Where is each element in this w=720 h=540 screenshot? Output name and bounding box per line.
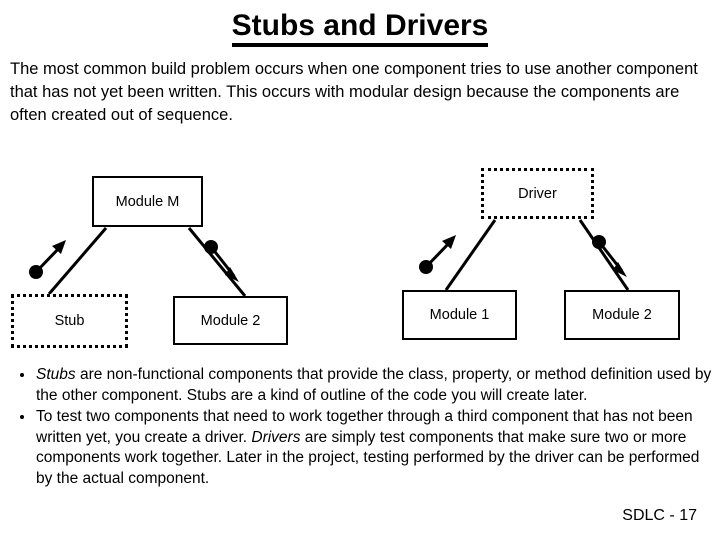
diagram-node-driver[interactable]: Driver: [481, 168, 594, 219]
diagram-node-module-m[interactable]: Module M: [92, 176, 203, 227]
bullet-text: To test two components that need to work…: [36, 408, 700, 487]
diagram-node-module-2-left[interactable]: Module 2: [173, 296, 288, 345]
diagram-node-label: Module 2: [200, 312, 261, 329]
diagram-node-module-1[interactable]: Module 1: [402, 290, 517, 340]
arrow-down-right-of-module2: [204, 240, 239, 282]
diagram-node-label: Module 1: [429, 307, 490, 323]
connector-driver-to-module2: [578, 219, 630, 291]
diagram-connectors-layer: [29, 219, 630, 297]
diagram-node-label: Stub: [54, 313, 85, 329]
diagram-node-stub[interactable]: Stub: [11, 294, 128, 348]
slide-footer: SDLC - 17: [622, 507, 697, 524]
arrow-down-right-of-module2-right: [592, 235, 627, 277]
bullet-list: Stubs are non-functional components that…: [8, 365, 712, 490]
diagram-node-label: Module M: [115, 193, 180, 210]
connector-driver-to-module1: [444, 219, 497, 291]
intro-paragraph: The most common build problem occurs whe…: [10, 60, 698, 124]
diagram-node-label: Driver: [518, 185, 557, 202]
bullet-dot-icon: [20, 415, 24, 419]
stubs-drivers-diagram: Module M Stub Module 2 Driver Module 1 M…: [0, 160, 720, 360]
diagram-node-module-2-right[interactable]: Module 2: [564, 290, 680, 340]
page-title: Stubs and Drivers: [0, 8, 720, 47]
list-item: To test two components that need to work…: [8, 407, 712, 489]
bullet-dot-icon: [20, 373, 24, 377]
page-title-text: Stubs and Drivers: [231, 9, 489, 47]
connector-module-m-to-module2: [187, 227, 247, 297]
arrow-up-left-of-module1: [419, 235, 456, 274]
list-item: Stubs are non-functional components that…: [8, 365, 712, 406]
arrow-up-left-of-stub: [29, 240, 66, 279]
connector-module-m-to-stub: [47, 227, 108, 295]
diagram-node-label: Module 2: [592, 307, 652, 323]
bullet-text: Stubs are non-functional components that…: [36, 366, 712, 404]
